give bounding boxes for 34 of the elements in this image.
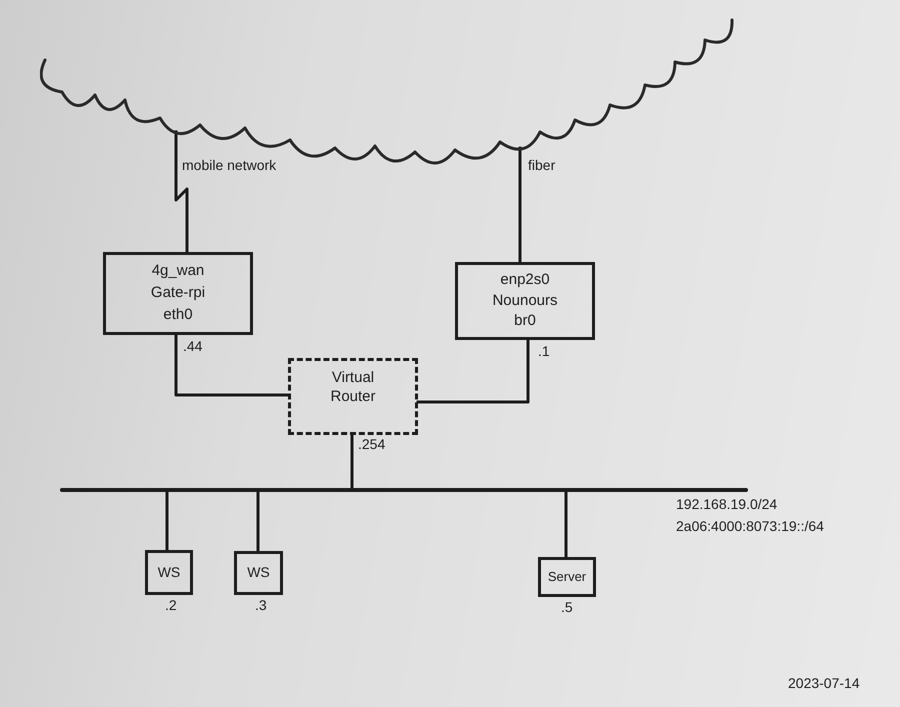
- device-label: Nounours: [492, 292, 558, 310]
- ip-address-label: .44: [183, 339, 202, 353]
- ip-address-label: .5: [561, 600, 573, 614]
- connector-line: [350, 434, 354, 490]
- device-label: br0: [514, 312, 536, 332]
- connector-line: [416, 338, 530, 404]
- device-label: WS: [247, 564, 270, 582]
- date-label: 2023-07-14: [788, 676, 860, 690]
- connector-line: [256, 490, 260, 552]
- device-label: enp2s0: [500, 270, 550, 290]
- connector-line: [174, 130, 188, 254]
- subnet-label: 192.168.19.0/24: [676, 497, 778, 511]
- workstation-box: [234, 551, 283, 595]
- device-label: Virtual Router: [329, 369, 377, 406]
- device-label: Gate-rpi: [150, 284, 206, 303]
- device-box: [455, 262, 595, 340]
- server-box: [538, 557, 596, 597]
- device-label: Server: [548, 568, 586, 586]
- device-box: [103, 252, 253, 335]
- connector-line: [174, 334, 290, 396]
- router-box: [288, 358, 418, 435]
- device-label: WS: [158, 564, 180, 582]
- subnet-label: 2a06:4000:8073:19::/64: [676, 519, 824, 533]
- workstation-box: [145, 550, 193, 595]
- ip-address-label: .254: [358, 437, 386, 451]
- connector-line: [166, 490, 168, 552]
- edge-label: mobile network: [182, 158, 276, 172]
- ip-address-label: .1: [538, 344, 550, 358]
- device-label: 4g_wan: [152, 262, 204, 281]
- ip-address-label: .3: [255, 598, 267, 612]
- connector-line: [564, 490, 568, 558]
- ip-address-label: .2: [165, 598, 177, 612]
- device-label: eth0: [163, 306, 193, 325]
- network-bus-line: [60, 488, 748, 492]
